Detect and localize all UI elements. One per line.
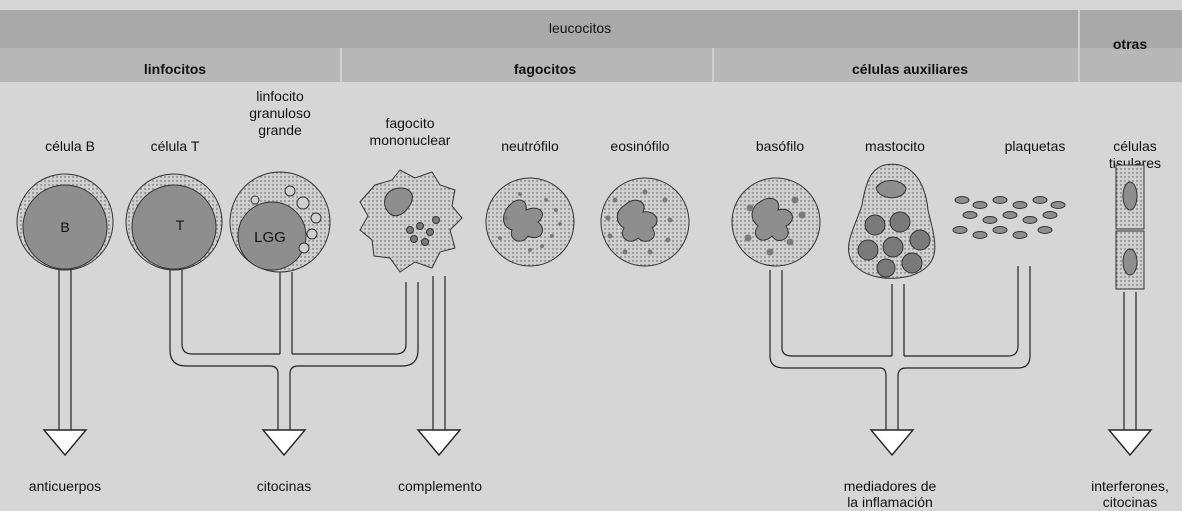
lgg-cell-letter: LGG [254,229,286,246]
arrow-heads [44,430,1151,455]
b-cell: B [17,174,113,270]
product-mediadores-1: mediadores de [830,478,950,495]
arrow-mediadores [871,430,913,455]
arrow-citocinas [263,430,305,455]
product-mediadores-2: la inflamación [830,494,950,511]
mast-cell [849,164,935,278]
b-cell-letter: B [60,219,69,235]
platelets [953,197,1065,239]
product-complemento: complemento [385,478,495,495]
eosinophil-cell [601,178,689,266]
product-citocinas: citocinas [234,478,334,495]
t-cell: T [126,174,222,270]
arrow-complemento [418,430,460,455]
product-interferones-2: citocinas [1078,494,1182,511]
connectors [59,266,1136,430]
arrow-interferones [1109,430,1151,455]
arrow-anticuerpos [44,430,86,455]
basophil-cell [732,178,820,266]
neutrophil-cell [486,178,574,266]
product-anticuerpos: anticuerpos [15,478,115,495]
t-cell-letter: T [176,217,185,233]
lgg-cell: LGG [230,172,330,272]
tissue-cells [1116,165,1144,289]
product-interferones-1: interferones, [1078,478,1182,495]
phagocyte-cell [360,170,462,272]
